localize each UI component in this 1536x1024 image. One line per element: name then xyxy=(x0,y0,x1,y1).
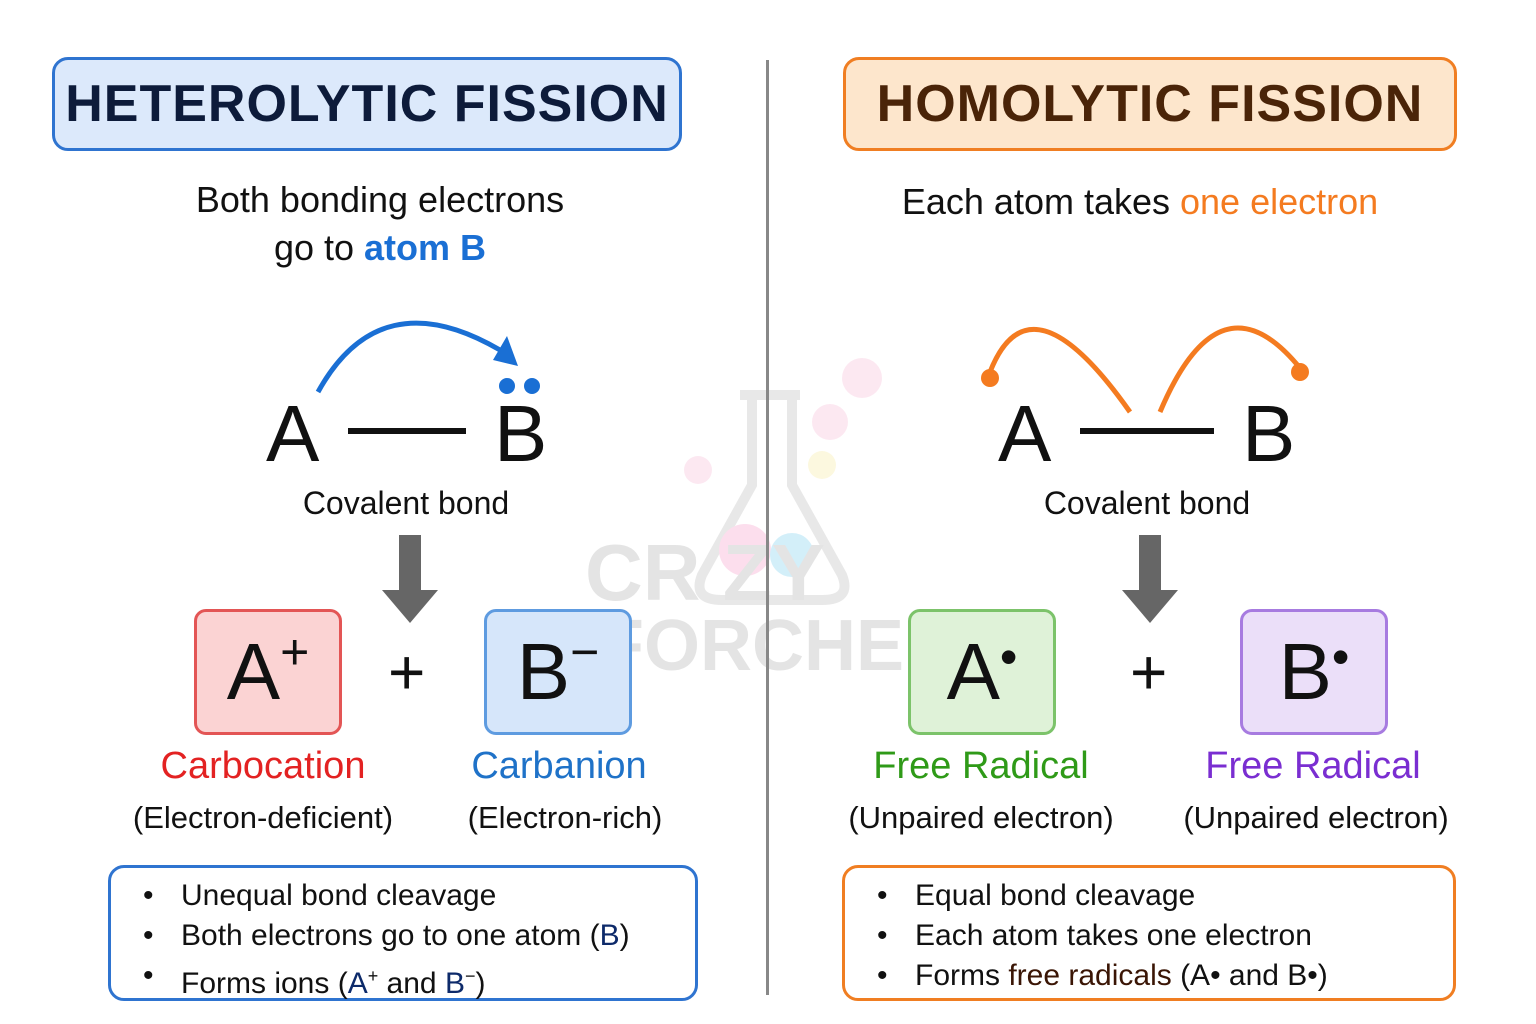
carbocation-label: Carbocation xyxy=(160,745,366,787)
item-text: Forms ions ( xyxy=(181,967,348,1000)
item-text: ) xyxy=(475,967,486,1000)
item-text: Forms xyxy=(915,959,1009,992)
homolytic-title: HOMOLYTIC FISSION xyxy=(843,57,1457,151)
ion-charge: + xyxy=(280,624,310,680)
electron-pair-arrow-icon xyxy=(315,320,540,394)
radical-b-box: B• xyxy=(1240,609,1388,735)
item-highlight: B xyxy=(444,967,465,1000)
covalent-bond-line xyxy=(1080,428,1214,434)
center-divider xyxy=(766,60,769,995)
svg-text:CR ZY: CR ZY xyxy=(585,528,825,617)
crazy-forchem-watermark-logo: CR ZY FORCHEM xyxy=(585,358,960,680)
atom-b: B xyxy=(494,389,548,478)
free-radical-b-label: Free Radical xyxy=(1205,745,1421,787)
radical-a-box: A• xyxy=(908,609,1056,735)
arrow-down-icon xyxy=(1122,535,1178,623)
svg-text:FORCHEM: FORCHEM xyxy=(600,606,960,680)
ion-symbol: A xyxy=(946,627,1000,716)
summary-item: Forms ions (A+ and B−) xyxy=(143,956,695,1004)
subtitle-line2: go to atom B xyxy=(130,224,630,272)
carbocation-box: A+ xyxy=(194,609,342,735)
item-text: Both electrons go to one atom ( xyxy=(181,919,600,952)
carbanion-box: B− xyxy=(484,609,632,735)
subtitle-prefix: Each atom takes xyxy=(901,181,1180,222)
item-charge: + xyxy=(367,966,379,986)
summary-item: Equal bond cleavage xyxy=(877,876,1453,916)
item-text: ) xyxy=(619,919,630,952)
subtitle-highlight: one electron xyxy=(1180,181,1379,222)
item-charge: − xyxy=(464,966,476,986)
bond-label: Covalent bond xyxy=(302,485,510,521)
plus-sign: + xyxy=(388,636,426,708)
item-highlight: free radicals xyxy=(1008,959,1172,992)
carbocation-desc: (Electron-deficient) xyxy=(132,800,394,835)
item-highlight: A xyxy=(347,967,368,1000)
plus-sign: + xyxy=(1130,636,1168,708)
summary-item: Forms free radicals (A• and B•) xyxy=(877,956,1453,996)
subtitle-line1: Both bonding electrons xyxy=(195,179,565,220)
ion-symbol: B xyxy=(1278,627,1332,716)
heterolytic-subtitle: Both bonding electrons go to atom B xyxy=(130,176,630,272)
subtitle-highlight: atom B xyxy=(364,227,487,268)
atom-a: A xyxy=(266,389,320,478)
atom-a: A xyxy=(998,389,1052,478)
summary-item: Unequal bond cleavage xyxy=(143,876,695,916)
atom-b: B xyxy=(1242,389,1296,478)
carbanion-label: Carbanion xyxy=(471,745,647,787)
heterolytic-summary: Unequal bond cleavage Both electrons go … xyxy=(108,865,698,1001)
item-text: and xyxy=(378,967,445,1000)
covalent-bond-line xyxy=(348,428,466,434)
subtitle-prefix: go to xyxy=(273,227,365,268)
radical-dot: • xyxy=(1331,629,1350,685)
radical-dot: • xyxy=(999,629,1018,685)
free-radical-b-desc: (Unpaired electron) xyxy=(1183,800,1449,835)
carbanion-desc: (Electron-rich) xyxy=(467,800,663,835)
homolytic-summary: Equal bond cleavage Each atom takes one … xyxy=(842,865,1456,1001)
ion-symbol: B xyxy=(516,627,571,716)
summary-item: Both electrons go to one atom (B) xyxy=(143,916,695,956)
heterolytic-title: HETEROLYTIC FISSION xyxy=(52,57,682,151)
free-radical-a-desc: (Unpaired electron) xyxy=(848,800,1114,835)
free-radical-a-label: Free Radical xyxy=(873,745,1089,787)
bond-label: Covalent bond xyxy=(1043,485,1251,521)
homolytic-subtitle: Each atom takes one electron xyxy=(860,178,1420,226)
ion-charge: − xyxy=(570,624,600,680)
item-highlight: B xyxy=(599,919,620,952)
ion-symbol: A xyxy=(226,627,281,716)
arrow-down-icon xyxy=(382,535,438,623)
single-electron-arrows-icon xyxy=(981,325,1309,414)
summary-item: Each atom takes one electron xyxy=(877,916,1453,956)
item-text: (A• and B•) xyxy=(1171,959,1328,992)
